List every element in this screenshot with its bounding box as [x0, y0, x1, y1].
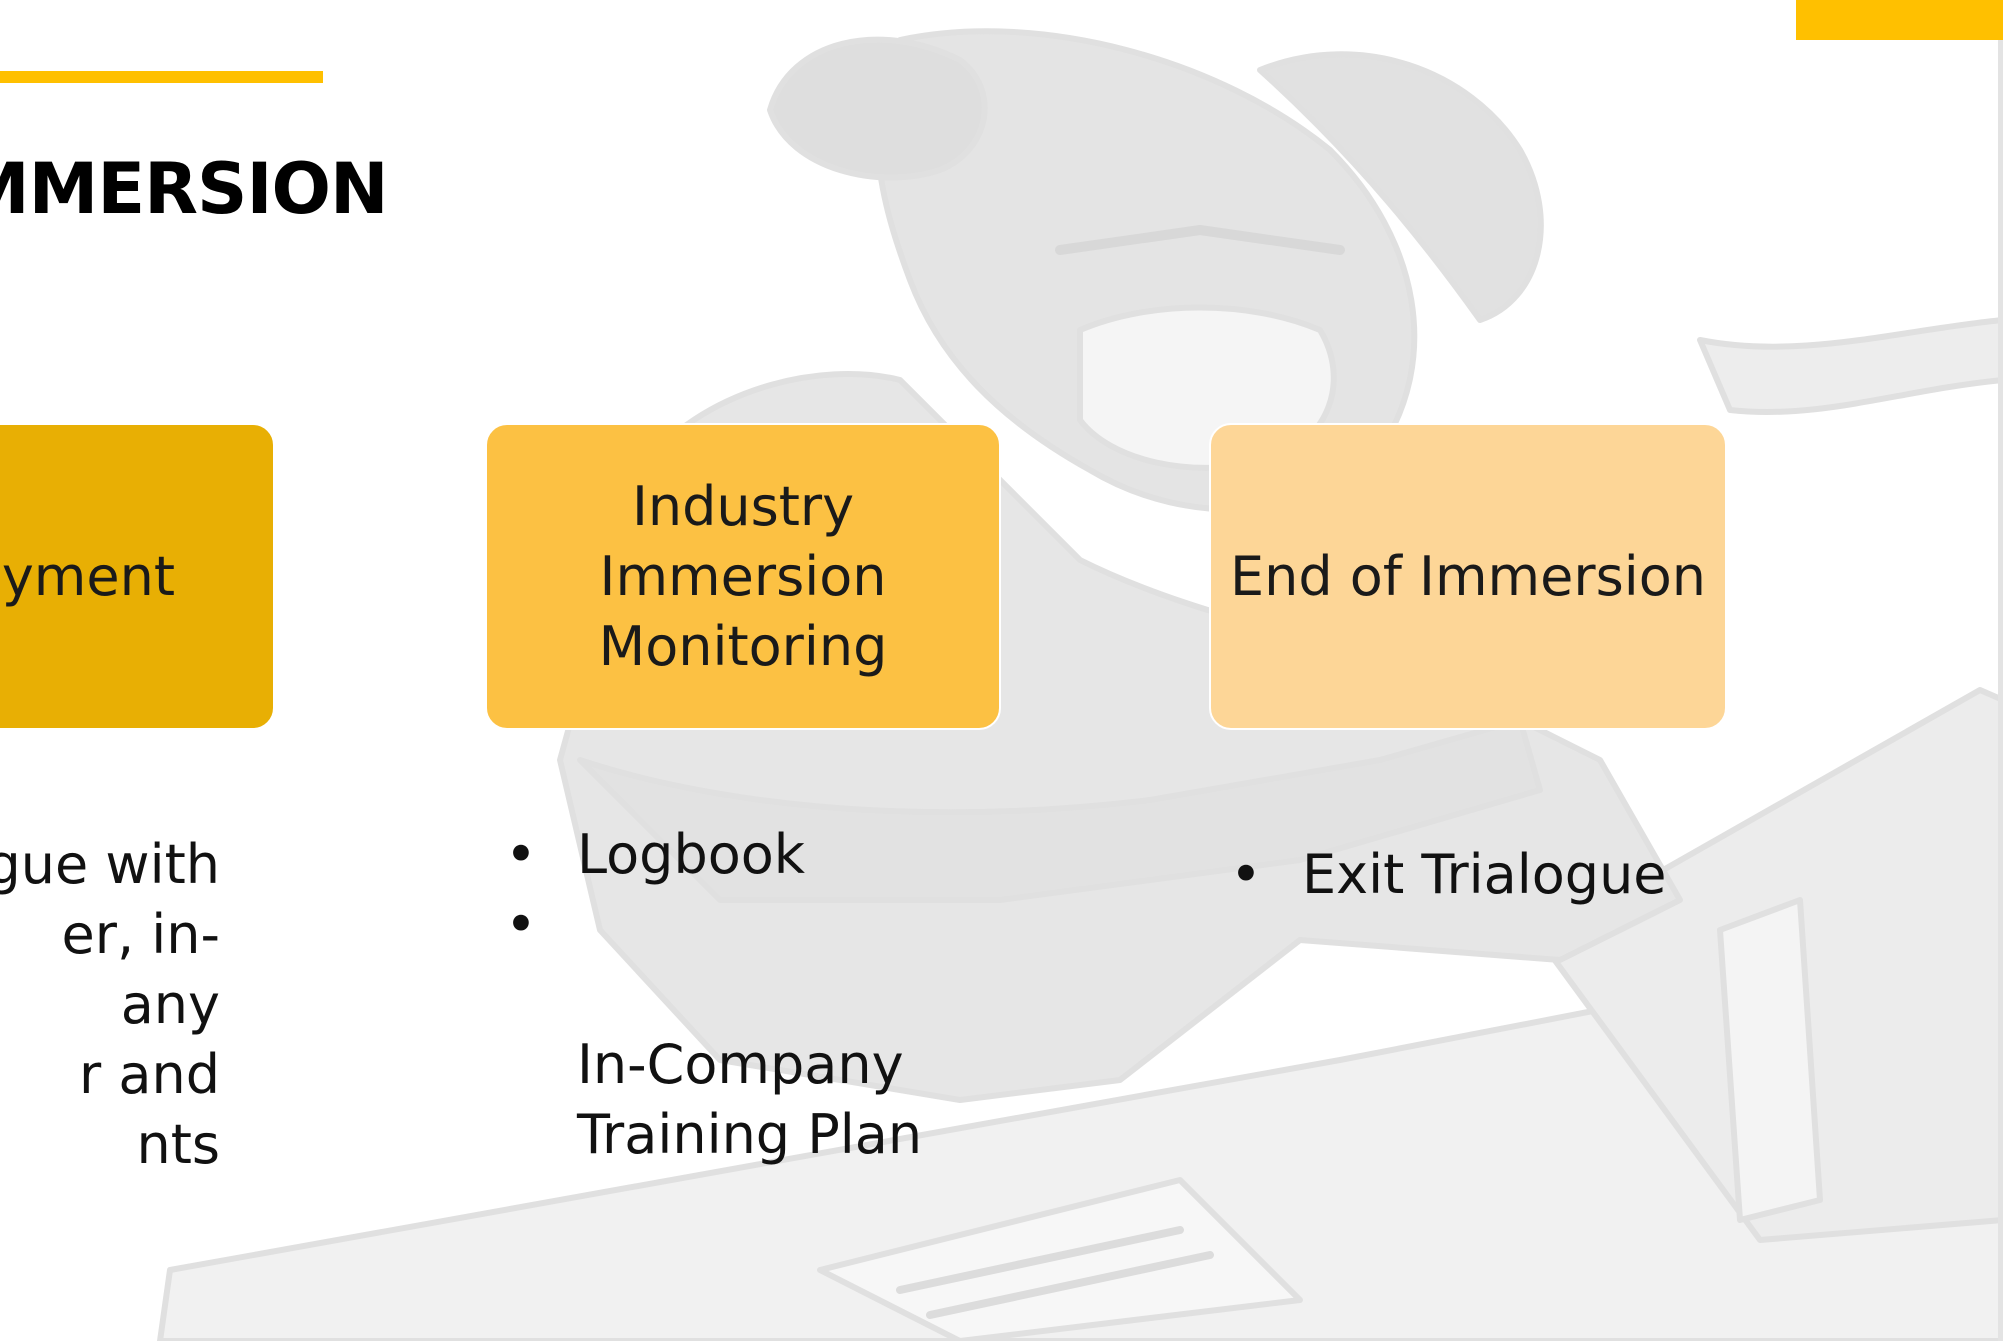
title-accent-line [0, 71, 323, 83]
stage-3-detail-item: • Exit Trialogue [1230, 840, 1790, 910]
corner-accent-bar [1796, 0, 2003, 40]
stage-3-details: • Exit Trialogue [1230, 840, 1790, 910]
stage-box-immersion-monitoring: Industry Immersion Monitoring [485, 423, 1001, 730]
bullet-icon: • [1230, 843, 1262, 906]
bullet-icon: • [505, 893, 537, 956]
right-edge-border [1998, 40, 2003, 1341]
stage-2-detail-item: • Logbook [505, 820, 1025, 890]
detail-text-training-plan: In-Company Training Plan [577, 1033, 923, 1166]
bullet-icon: • [505, 823, 537, 886]
stage-1-detail-item: gue with er, in- any r and nts [0, 833, 220, 1176]
slide-title: MMERSION [0, 148, 389, 230]
stage-box-deployment: oyment [0, 423, 275, 730]
stage-2-detail-item: • In-Company Training Plan [505, 890, 1025, 1170]
stage-1-details: gue with er, in- any r and nts [0, 830, 220, 1180]
stage-2-details: • Logbook • In-Company Training Plan [505, 820, 1025, 1170]
detail-text-exit-trialogue: Exit Trialogue [1302, 843, 1667, 906]
stage-box-end-of-immersion: End of Immersion [1209, 423, 1727, 730]
detail-text-logbook: Logbook [577, 823, 806, 886]
